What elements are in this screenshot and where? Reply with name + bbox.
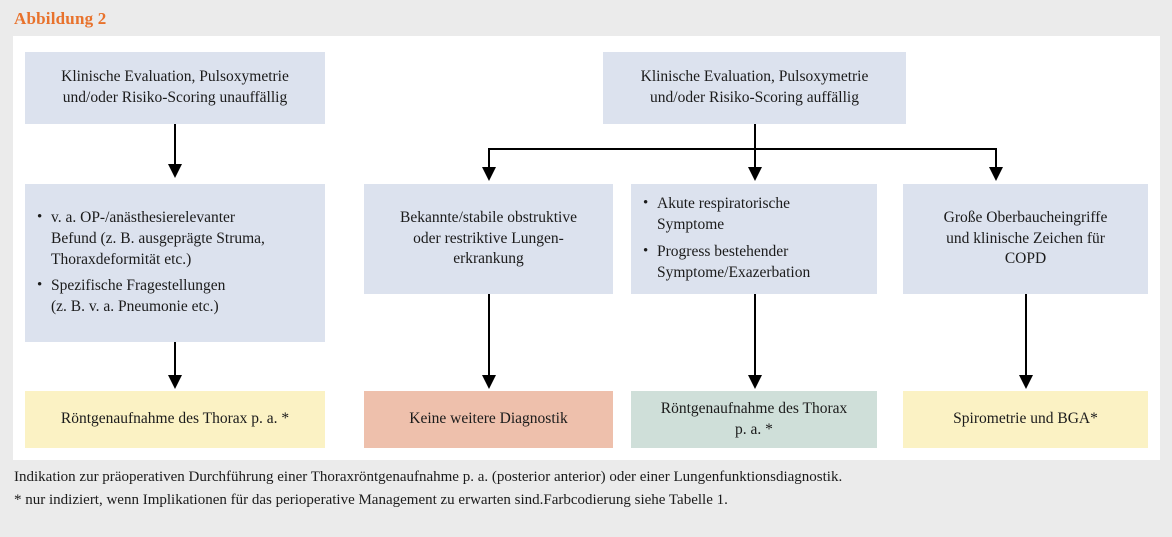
flowchart-panel: Klinische Evaluation, Pulsoxymetrie und/… xyxy=(13,36,1160,460)
connector-right-stem xyxy=(754,124,756,149)
connector-col4-to-result xyxy=(1025,294,1027,382)
figure-title: Abbildung 2 xyxy=(14,9,107,28)
list-item: Progress bestehender Symptome/Exazerbati… xyxy=(643,241,867,284)
connector-col3-to-result xyxy=(754,294,756,382)
arrow-col4-to-result xyxy=(1019,375,1033,389)
node-result-col3-line2: p. a. * xyxy=(735,420,773,438)
connector-bus-drop-col2 xyxy=(488,148,490,173)
node-result-col4[interactable]: Spirometrie und BGA* xyxy=(903,391,1148,448)
node-top-right-line1: Klinische Evaluation, Pulsoxymetrie xyxy=(640,68,869,86)
figure-caption: Indikation zur präoperativen Durchführun… xyxy=(14,466,1164,513)
node-mid-col4-line2: und klinische Zeichen für xyxy=(946,229,1105,247)
node-mid-col2-line1: Bekannte/stabile obstruktive xyxy=(400,208,577,226)
node-top-left-line1: Klinische Evaluation, Pulsoxymetrie xyxy=(61,68,289,86)
caption-line-1: Indikation zur präoperativen Durchführun… xyxy=(14,469,843,485)
node-mid-col4-line3: COPD xyxy=(1004,250,1047,268)
arrow-col2-to-result xyxy=(482,375,496,389)
node-mid-col2[interactable]: Bekannte/stabile obstruktive oder restri… xyxy=(364,184,613,294)
node-result-col1-line1: Röntgenaufnahme des Thorax p. a. * xyxy=(60,410,290,428)
node-mid-col1-list: v. a. OP-/anästhesierelevanter Befund (z… xyxy=(25,207,325,319)
node-mid-col1-b1-l3: Thoraxdeformität etc.) xyxy=(51,250,192,268)
node-result-col1[interactable]: Röntgenaufnahme des Thorax p. a. * xyxy=(25,391,325,448)
arrow-col1-to-result xyxy=(168,375,182,389)
list-item: Spezifische Fragestellungen (z. B. v. a.… xyxy=(37,275,315,318)
node-mid-col1-b2-l2: (z. B. v. a. Pneumonie etc.) xyxy=(51,298,219,316)
node-mid-col1-b1-l1: v. a. OP-/anästhesierelevanter xyxy=(51,208,236,226)
node-mid-col3-list: Akute respiratorische Symptome Progress … xyxy=(631,193,877,284)
node-mid-col3-b2-l2: Symptome/Exazerbation xyxy=(657,263,811,281)
node-mid-col2-line2: oder restriktive Lungen- xyxy=(413,229,564,247)
node-top-left-line2: und/oder Risiko-Scoring unauffällig xyxy=(62,89,288,106)
node-mid-col3-b1-l1: Akute respiratorische xyxy=(657,195,790,213)
connector-left-vertical xyxy=(174,124,176,170)
caption-line-2: * nur indiziert, wenn Implikationen für … xyxy=(14,492,728,509)
connector-right-bus xyxy=(488,148,996,150)
node-mid-col3-b2-l1: Progress bestehender xyxy=(657,243,789,260)
node-mid-col4-line1: Große Oberbaucheingriffe xyxy=(943,208,1108,226)
node-top-right-line2: und/oder Risiko-Scoring auffällig xyxy=(650,89,859,106)
arrow-col3-to-result xyxy=(748,375,762,389)
node-top-left[interactable]: Klinische Evaluation, Pulsoxymetrie und/… xyxy=(25,52,325,124)
node-result-col3[interactable]: Röntgenaufnahme des Thorax p. a. * xyxy=(631,391,877,448)
node-top-right[interactable]: Klinische Evaluation, Pulsoxymetrie und/… xyxy=(603,52,906,124)
node-mid-col3[interactable]: Akute respiratorische Symptome Progress … xyxy=(631,184,877,294)
list-item: v. a. OP-/anästhesierelevanter Befund (z… xyxy=(37,207,315,271)
connector-bus-drop-col4 xyxy=(995,148,997,173)
arrow-bus-to-col3 xyxy=(748,167,762,181)
node-mid-col1-b2-l1: Spezifische Fragestellungen xyxy=(51,277,226,295)
node-mid-col4[interactable]: Große Oberbaucheingriffe und klinische Z… xyxy=(903,184,1148,294)
node-result-col4-line1: Spirometrie und BGA* xyxy=(953,410,1098,428)
node-mid-col3-b1-l2: Symptome xyxy=(657,216,725,234)
connector-col1-to-result xyxy=(174,342,176,382)
node-mid-col1-b1-l2: Befund (z. B. ausgeprägte Struma, xyxy=(51,229,265,247)
arrow-bus-to-col2 xyxy=(482,167,496,181)
arrow-left-to-col1 xyxy=(168,164,182,178)
list-item: Akute respiratorische Symptome xyxy=(643,193,867,236)
connector-bus-drop-col3 xyxy=(754,148,756,173)
node-result-col3-line1: Röntgenaufnahme des Thorax xyxy=(660,399,848,417)
node-mid-col1[interactable]: v. a. OP-/anästhesierelevanter Befund (z… xyxy=(25,184,325,342)
node-result-col2[interactable]: Keine weitere Diagnostik xyxy=(364,391,613,448)
node-result-col2-line1: Keine weitere Diagnostik xyxy=(409,410,568,428)
connector-col2-to-result xyxy=(488,294,490,382)
arrow-bus-to-col4 xyxy=(989,167,1003,181)
node-mid-col2-line3: erkrankung xyxy=(453,250,524,268)
